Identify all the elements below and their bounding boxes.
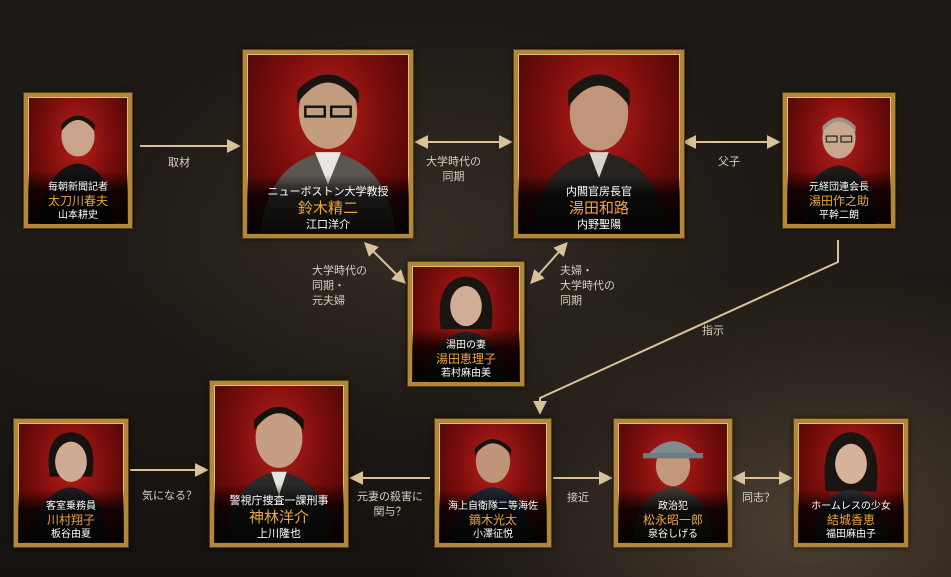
- character-name: 湯田恵理子: [435, 352, 496, 366]
- relation-label-shiji: 指示: [702, 324, 724, 337]
- caption-yuda-eriko: 湯田の妻 湯田恵理子 若村麻由美: [412, 329, 520, 382]
- caption-matsunaga: 政治犯 松永昭一郎 泉谷しげる: [618, 490, 728, 543]
- relation-label-yuda-eriko: 夫婦・大学時代の同期: [560, 264, 615, 307]
- character-name: 太刀川春夫: [47, 194, 108, 208]
- role-label: 政治犯: [658, 501, 688, 512]
- arrow-yuda-eriko: [530, 241, 568, 285]
- caption-kaburagi: 海上自衛隊二等海佐 鏑木光太 小澤征悦: [439, 490, 547, 543]
- actor-name: 若村麻由美: [441, 368, 491, 379]
- character-card-tachikawa[interactable]: 毎朝新聞記者 太刀川春夫 山本耕史: [23, 92, 133, 229]
- actor-name: 平幹二朗: [819, 210, 859, 221]
- relation-label-motozuma: 元妻の殺害に関与？: [357, 490, 423, 518]
- relation-label-sekkin: 接近: [567, 491, 589, 504]
- character-name: 神林洋介: [248, 508, 309, 526]
- character-card-kawamura[interactable]: 客室乗務員 川村翔子 板谷由夏: [13, 418, 129, 548]
- caption-kanbayashi: 警視庁捜査一課刑事 神林洋介 上川隆也: [214, 484, 344, 543]
- character-name: 湯田和路: [568, 199, 629, 217]
- character-card-yuda-sakunosuke[interactable]: 元経団連会長 湯田作之助 平幹二朗: [782, 92, 896, 229]
- character-name: 湯田作之助: [808, 194, 869, 208]
- actor-name: 泉谷しげる: [648, 529, 698, 540]
- role-label: 警視庁捜査一課刑事: [229, 494, 329, 507]
- role-label: 海上自衛隊二等海佐: [448, 501, 538, 512]
- actor-name: 山本耕史: [58, 210, 98, 221]
- caption-yuki: ホームレスの少女 結城香恵 福田麻由子: [798, 490, 904, 543]
- role-label: ニューボストン大学教授: [267, 185, 389, 198]
- character-name: 結城香恵: [826, 513, 875, 527]
- relation-label-shuzai: 取材: [168, 156, 190, 169]
- actor-name: 上川隆也: [257, 527, 301, 540]
- role-label: 湯田の妻: [446, 340, 486, 351]
- character-name: 川村翔子: [46, 513, 95, 527]
- caption-yuda-kazumichi: 内閣官房長官 湯田和路 内野聖陽: [518, 175, 680, 234]
- character-card-yuda-kazumichi[interactable]: 内閣官房長官 湯田和路 内野聖陽: [513, 49, 685, 239]
- character-name: 鈴木精二: [297, 199, 358, 217]
- actor-name: 板谷由夏: [51, 529, 91, 540]
- arrow-suzuki-eriko: [364, 242, 406, 284]
- relation-label-suzuki-yuda: 大学時代の同期: [426, 155, 481, 183]
- role-label: 毎朝新聞記者: [48, 182, 108, 193]
- caption-yuda-sakunosuke: 元経団連会長 湯田作之助 平幹二朗: [787, 171, 891, 224]
- caption-tachikawa: 毎朝新聞記者 太刀川春夫 山本耕史: [28, 171, 128, 224]
- caption-kawamura: 客室乗務員 川村翔子 板谷由夏: [18, 490, 124, 543]
- character-card-matsunaga[interactable]: 政治犯 松永昭一郎 泉谷しげる: [613, 418, 733, 548]
- relation-label-suzuki-eriko: 大学時代の同期・元夫婦: [312, 264, 367, 307]
- character-name: 松永昭一郎: [642, 513, 703, 527]
- character-card-suzuki[interactable]: ニューボストン大学教授 鈴木精二 江口洋介: [242, 49, 414, 239]
- relation-label-fushi: 父子: [718, 155, 740, 168]
- character-card-kaburagi[interactable]: 海上自衛隊二等海佐 鏑木光太 小澤征悦: [434, 418, 552, 548]
- role-label: 客室乗務員: [46, 501, 96, 512]
- relation-label-doushi: 同志？: [742, 491, 775, 504]
- arrow-shiji: [533, 240, 839, 415]
- actor-name: 小澤征悦: [473, 529, 513, 540]
- actor-name: 江口洋介: [306, 218, 350, 231]
- actor-name: 内野聖陽: [577, 218, 621, 231]
- character-card-yuki[interactable]: ホームレスの少女 結城香恵 福田麻由子: [793, 418, 909, 548]
- role-label: ホームレスの少女: [811, 501, 891, 512]
- character-card-yuda-eriko[interactable]: 湯田の妻 湯田恵理子 若村麻由美: [407, 261, 525, 387]
- character-card-kanbayashi[interactable]: 警視庁捜査一課刑事 神林洋介 上川隆也: [209, 380, 349, 548]
- character-name: 鏑木光太: [468, 513, 517, 527]
- caption-suzuki: ニューボストン大学教授 鈴木精二 江口洋介: [247, 175, 409, 234]
- relation-label-kininaru: 気になる？: [142, 489, 197, 502]
- role-label: 元経団連会長: [809, 182, 869, 193]
- role-label: 内閣官房長官: [566, 185, 632, 198]
- actor-name: 福田麻由子: [826, 529, 876, 540]
